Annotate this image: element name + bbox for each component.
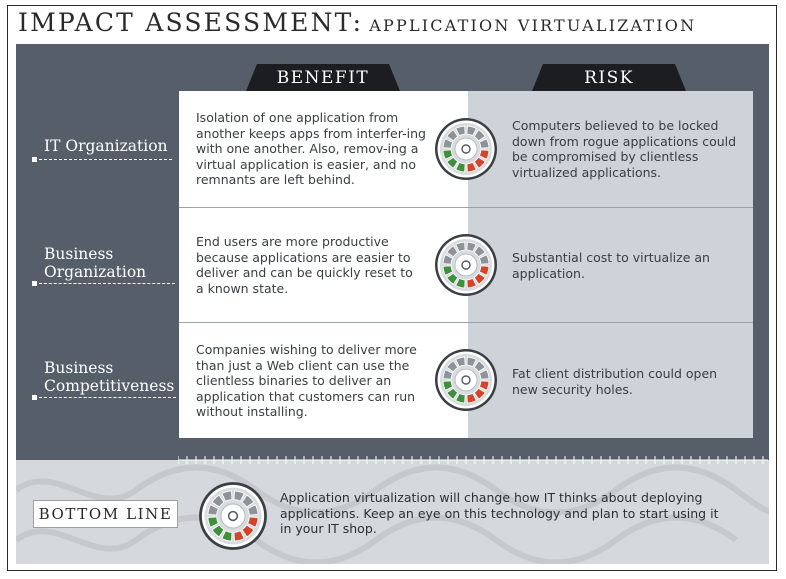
balance-gauge-icon: [435, 118, 497, 180]
title-main: IMPACT ASSESSMENT:: [18, 8, 364, 37]
risk-text-1: Computers believed to be locked down fro…: [512, 118, 737, 180]
benefit-text-2: End users are more productive because ap…: [196, 234, 413, 296]
ruler-ticks: [178, 456, 768, 464]
risk-text-3: Fat client distribution could open new s…: [512, 366, 718, 397]
bottom-line-label: BOTTOM LINE: [33, 500, 178, 528]
risk-cell-2: [468, 208, 753, 322]
benefit-cell-3: [179, 323, 464, 438]
benefit-cell-1: [179, 91, 464, 207]
row-rule: [34, 283, 175, 284]
row-rule: [34, 397, 176, 398]
row-divider: [179, 207, 753, 208]
row-divider: [179, 322, 753, 323]
title-sub: APPLICATION VIRTUALIZATION: [369, 16, 697, 35]
benefit-header: BENEFIT: [246, 64, 400, 91]
benefit-cell-2: [179, 208, 464, 322]
balance-gauge-icon: [435, 234, 497, 296]
bottom-line-text: Application virtualization will change h…: [280, 490, 719, 536]
row-label-business-organization: Business Organization: [44, 245, 147, 281]
balance-gauge-icon: [435, 349, 497, 411]
decorative-pattern: [16, 464, 769, 564]
benefit-text-3: Companies wishing to deliver more than j…: [196, 342, 417, 420]
balance-gauge-icon: [199, 482, 267, 550]
row-label-business-competitiveness: Business Competitiveness: [44, 359, 175, 395]
risk-header: RISK: [532, 64, 686, 91]
page-title: IMPACT ASSESSMENT: APPLICATION VIRTUALIZA…: [18, 8, 696, 37]
row-rule: [34, 159, 172, 160]
benefit-text-1: Isolation of one application from anothe…: [196, 110, 426, 188]
risk-cell-3: [468, 323, 753, 438]
risk-cell-1: [468, 91, 753, 207]
risk-text-2: Substantial cost to virtualize an applic…: [512, 250, 710, 281]
row-label-it-organization: IT Organization: [44, 137, 168, 155]
